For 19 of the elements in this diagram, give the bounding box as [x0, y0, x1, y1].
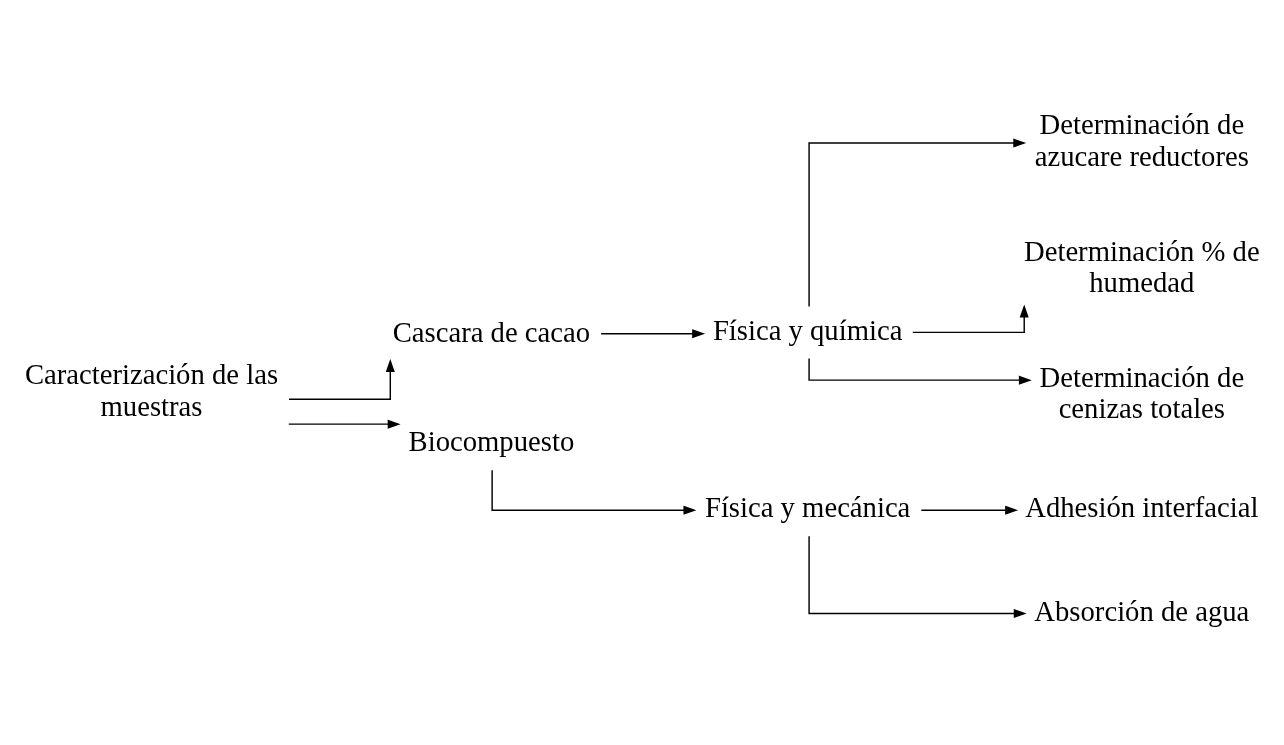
arrow	[491, 469, 697, 515]
node-text: Física y química	[712, 313, 903, 346]
arrow	[808, 357, 1032, 385]
arrow	[912, 304, 1029, 334]
node-text: Caracterización de las muestras	[24, 357, 279, 422]
arrow	[808, 138, 1027, 308]
arrow	[288, 419, 401, 429]
node-text: Determinación % de humedad	[1023, 234, 1260, 299]
arrow	[600, 329, 706, 339]
arrow	[920, 505, 1019, 515]
node-text: Cascara de cacao	[392, 316, 591, 349]
node-text: Física y mecánica	[704, 491, 911, 524]
node-text: Determinación de azucare reductores	[1034, 108, 1249, 172]
node-text: Absorción de agua	[1034, 594, 1250, 627]
node-text: Determinación de cenizas totales	[1039, 360, 1245, 425]
node-text: Adhesión interfacial	[1025, 491, 1259, 524]
arrow	[288, 359, 395, 400]
node-text: Biocompuesto	[408, 425, 575, 458]
arrow	[808, 535, 1027, 618]
